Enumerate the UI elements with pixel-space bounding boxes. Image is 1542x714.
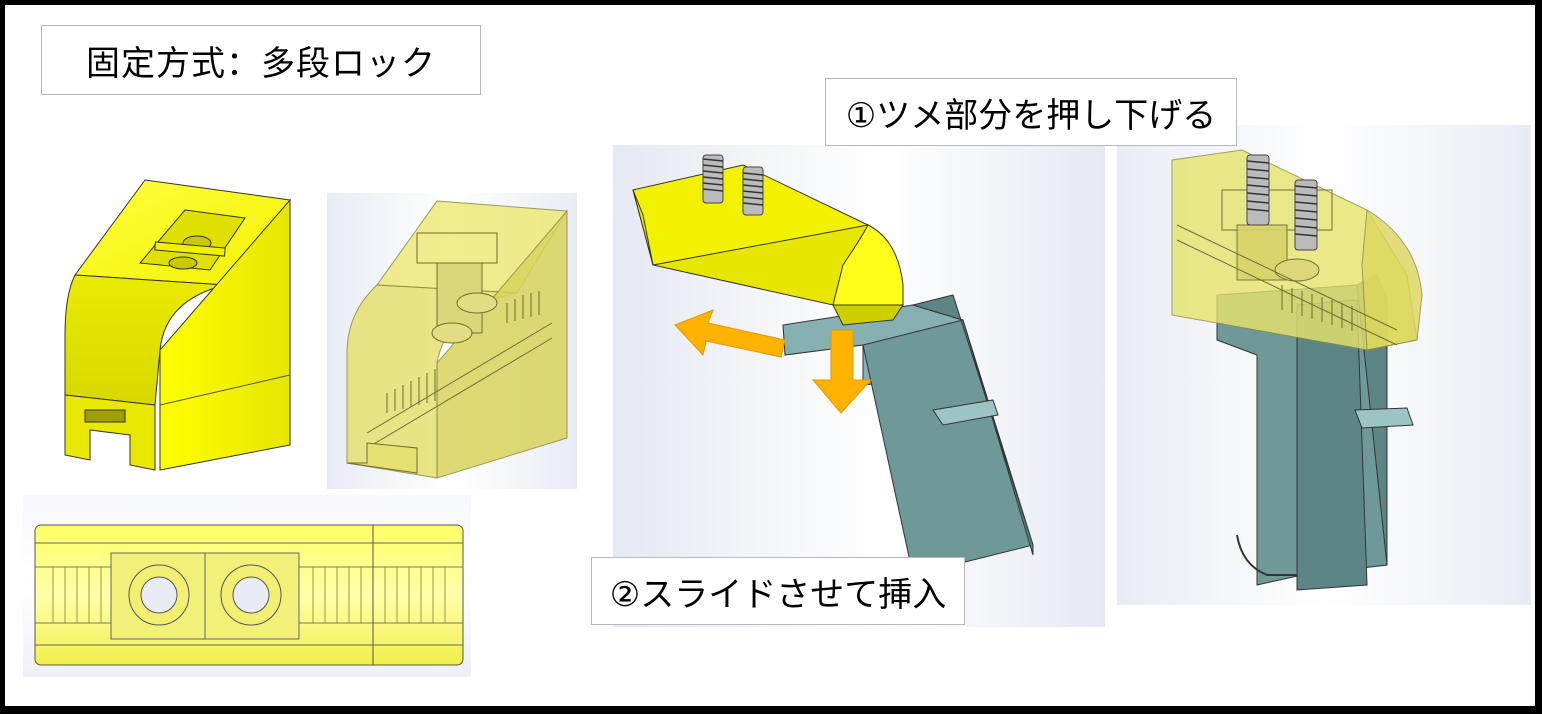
yellow-block-opaque-view bbox=[45, 175, 305, 475]
assembled-view bbox=[1117, 125, 1531, 605]
insertion-view bbox=[613, 145, 1105, 627]
title-label: 固定方式：多段ロック bbox=[41, 25, 481, 95]
arrow-down-icon bbox=[811, 329, 873, 414]
yellow-block-top-view bbox=[23, 495, 471, 677]
step-1-label: ①ツメ部分を押し下げる bbox=[825, 78, 1237, 146]
arrow-left-icon bbox=[674, 309, 786, 358]
step-2-label: ②スライドさせて挿入 bbox=[591, 557, 965, 625]
figure-canvas: 固定方式：多段ロック bbox=[5, 5, 1535, 706]
yellow-block-transparent-view bbox=[327, 193, 577, 489]
